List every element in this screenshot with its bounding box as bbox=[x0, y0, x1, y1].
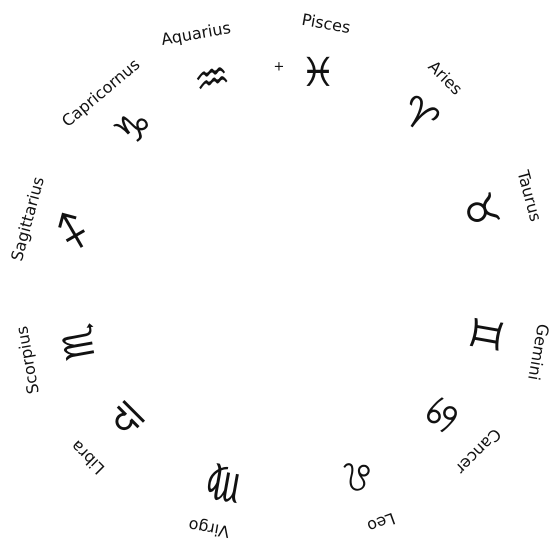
sagittarius-symbol-icon: ♐ bbox=[47, 207, 101, 255]
pisces-symbol-icon: ♓ bbox=[300, 50, 336, 96]
sign-label-aries: Aries bbox=[424, 56, 467, 99]
leo-symbol-icon: ♌ bbox=[334, 447, 382, 501]
virgo-symbol-icon: ♍ bbox=[202, 459, 246, 511]
sign-label-aquarius: Aquarius bbox=[159, 18, 233, 49]
sign-label-gemini: Gemini bbox=[524, 322, 553, 382]
libra-symbol-icon: ♎ bbox=[98, 389, 156, 447]
capricornus-symbol-icon: ♑ bbox=[105, 98, 163, 158]
aries-symbol-icon: ♈ bbox=[391, 86, 447, 146]
sign-label-libra: Libra bbox=[66, 436, 109, 479]
sign-label-cancer: Cancer bbox=[451, 424, 505, 478]
sign-label-virgo: Virgo bbox=[186, 515, 231, 542]
aquarius-symbol-icon: ♒ bbox=[188, 52, 236, 106]
taurus-symbol-icon: ♉ bbox=[452, 186, 508, 236]
sign-label-scorpius: Scorpius bbox=[12, 324, 43, 396]
gemini-symbol-icon: ♊ bbox=[459, 312, 511, 356]
sign-label-sagittarius: Sagittarius bbox=[7, 174, 48, 264]
sign-label-taurus: Taurus bbox=[513, 168, 546, 224]
scorpius-symbol-icon: ♏ bbox=[53, 320, 105, 364]
sign-label-leo: Leo bbox=[364, 508, 398, 537]
sign-label-pisces: Pisces bbox=[300, 9, 352, 38]
origin-marker: + bbox=[273, 59, 285, 75]
cancer-symbol-icon: ♋ bbox=[411, 385, 471, 443]
